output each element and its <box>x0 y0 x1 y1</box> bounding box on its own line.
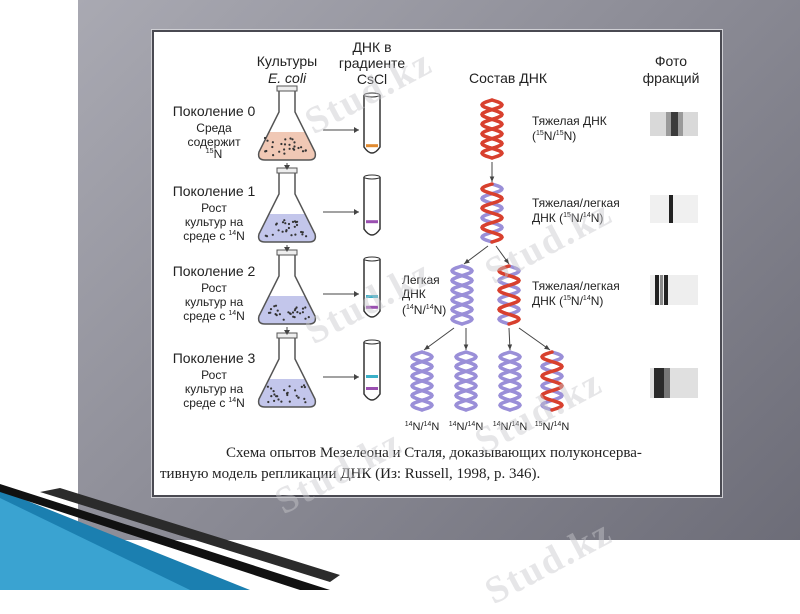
header-dna-composition: Состав ДНК <box>469 70 548 86</box>
helix-gen3-hybrid <box>540 350 564 412</box>
svg-text:14N/14N: 14N/14N <box>449 421 484 433</box>
generation-arrows <box>284 163 290 335</box>
label-hybrid-2b: ДНК (15N/14N) <box>532 294 603 308</box>
meselson-stahl-diagram: Культуры E. coli ДНК в градиенте CsCl Со… <box>160 39 700 482</box>
header-photo-2: фракций <box>643 70 700 86</box>
tube-gen2 <box>363 256 381 318</box>
helix-gen3-light-b <box>454 350 478 412</box>
flask-gen1 <box>257 167 359 243</box>
header-dna-gradient-2: градиенте <box>339 55 405 71</box>
svg-text:14N/14N: 14N/14N <box>405 421 440 433</box>
svg-text:15N: 15N <box>206 147 222 161</box>
header-photo-1: Фото <box>655 53 687 69</box>
caption-line-2: тивную модель репликации ДНК (Из: Russel… <box>160 466 540 482</box>
flask-gen2 <box>257 249 359 325</box>
header-cultures: Культуры <box>257 53 317 69</box>
header-dna-gradient-1: ДНК в <box>352 39 391 55</box>
helix-gen1-hybrid <box>480 182 504 244</box>
svg-text:Рост: Рост <box>201 368 227 382</box>
helix-arrows <box>423 162 551 351</box>
svg-text:культур на: культур на <box>185 215 244 229</box>
helix-gen2-hybrid <box>497 264 521 326</box>
svg-text:Среда: Среда <box>196 121 232 135</box>
tube-gen0 <box>363 92 381 154</box>
helix-gen3-light-c <box>498 350 522 412</box>
label-heavy-dna: Тяжелая ДНК <box>532 114 607 128</box>
svg-text:Поколение 3: Поколение 3 <box>173 350 256 366</box>
label-heavy-iso: (15N/15N) <box>532 129 576 143</box>
svg-text:культур на: культур на <box>185 295 244 309</box>
photo-gen1 <box>650 195 698 223</box>
generation-0-label: Поколение 0 Среда содержит 15N <box>173 103 256 161</box>
svg-text:содержит: содержит <box>187 135 241 149</box>
helix-gen0-heavy <box>480 98 504 160</box>
svg-text:Рост: Рост <box>201 281 227 295</box>
dna-helices <box>410 98 564 412</box>
svg-text:15N/14N: 15N/14N <box>535 421 570 433</box>
label-light-2: ДНК <box>402 287 426 301</box>
svg-text:14N/14N: 14N/14N <box>493 421 528 433</box>
caption-line-1: Схема опытов Мезелеона и Сталя, доказыва… <box>226 445 642 461</box>
label-light-1: Легкая <box>402 273 440 287</box>
decorative-stripes <box>0 484 340 590</box>
helix-gen3-light-a <box>410 350 434 412</box>
tube-gen1 <box>363 174 381 236</box>
tube-gen3 <box>363 339 381 401</box>
diagram-card: Культуры E. coli ДНК в градиенте CsCl Со… <box>152 30 722 497</box>
fraction-photos <box>650 112 698 398</box>
label-hybrid-2a: Тяжелая/легкая <box>532 279 620 293</box>
svg-text:Поколение 1: Поколение 1 <box>173 183 256 199</box>
svg-text:Поколение 0: Поколение 0 <box>173 103 256 119</box>
flasks <box>257 85 359 408</box>
label-light-3: (14N/14N) <box>402 303 446 317</box>
svg-text:Рост: Рост <box>201 201 227 215</box>
flask-gen0 <box>257 85 359 161</box>
header-dna-gradient-3: CsCl <box>357 71 387 87</box>
svg-text:Поколение 2: Поколение 2 <box>173 263 256 279</box>
flask-gen3 <box>257 332 359 408</box>
cscl-tubes <box>363 92 381 401</box>
label-hybrid-1a: Тяжелая/легкая <box>532 196 620 210</box>
bottom-isotope-labels: 14N/14N 14N/14N 14N/14N 15N/14N <box>405 421 570 433</box>
svg-text:культур на: культур на <box>185 382 244 396</box>
header-organism: E. coli <box>268 70 307 86</box>
helix-gen2-light <box>450 264 474 326</box>
